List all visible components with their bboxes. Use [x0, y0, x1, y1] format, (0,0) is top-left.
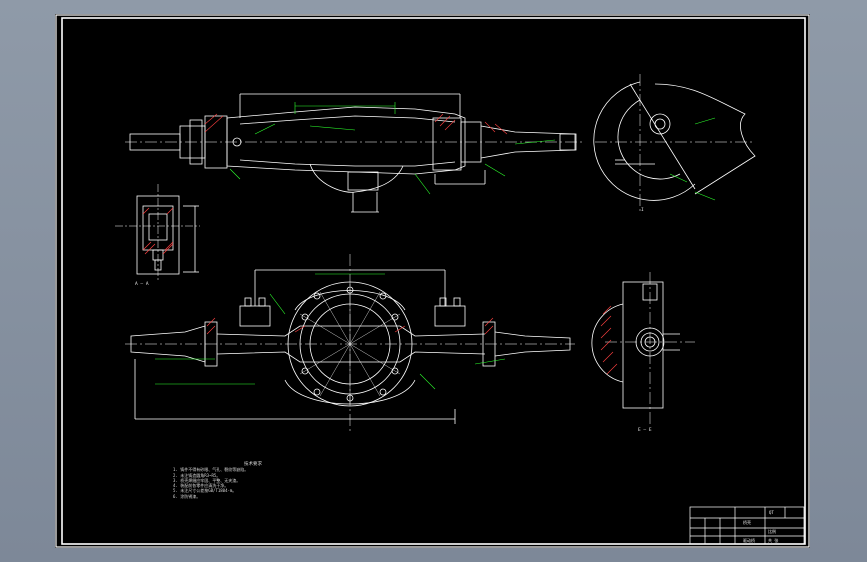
note-line: 3. 桥壳焊缝应牢固、平整、无夹渣。 [173, 477, 241, 483]
right-upper-dimensions [669, 117, 716, 201]
note-line: 2. 未注铸造圆角R3~R5。 [173, 472, 221, 478]
technical-notes: 技术要求 1. 铸件不得有砂眼、气孔、裂纹等缺陷。 2. 未注铸造圆角R3~R5… [173, 462, 313, 499]
drawing-sheet: A — A E — E I 技术要求 1. 铸件不得有砂眼、气孔、裂纹等缺陷。 … [55, 14, 810, 548]
outer-border [55, 14, 810, 548]
notes-title: 技术要求 [244, 462, 262, 467]
title-block-school: 驱动桥 [743, 538, 755, 543]
title-block-name: 桥壳 [743, 520, 751, 525]
top-view [125, 93, 585, 213]
top-view-hatch [204, 113, 508, 135]
top-view-dimensions [229, 102, 556, 195]
section-a-hatch [142, 207, 174, 255]
section-label-a: A — A [135, 282, 149, 287]
note-line: 6. 涂防锈漆。 [173, 493, 201, 499]
cad-canvas[interactable] [55, 14, 810, 548]
note-line: 5. 未注尺寸公差按GB/T1804-m。 [173, 488, 237, 494]
title-block-scale: 比例 [768, 529, 776, 534]
front-view-hatch [206, 317, 494, 335]
right-lower-view [591, 272, 695, 426]
title-block [689, 506, 805, 545]
inner-border [61, 17, 806, 545]
front-view-dimensions [155, 273, 506, 390]
section-label-i: I [641, 208, 644, 213]
right-upper-view [593, 74, 756, 214]
section-label-e: E — E [638, 428, 652, 433]
title-block-material: QT [769, 510, 774, 515]
note-line: 4. 装配前各零件应清洗干净。 [173, 483, 229, 489]
section-a-detail [115, 184, 200, 282]
right-lower-hatch [600, 305, 618, 375]
title-block-sheet: 共 张 [768, 538, 779, 543]
front-view [125, 254, 575, 434]
note-line: 1. 铸件不得有砂眼、气孔、裂纹等缺陷。 [173, 467, 249, 473]
